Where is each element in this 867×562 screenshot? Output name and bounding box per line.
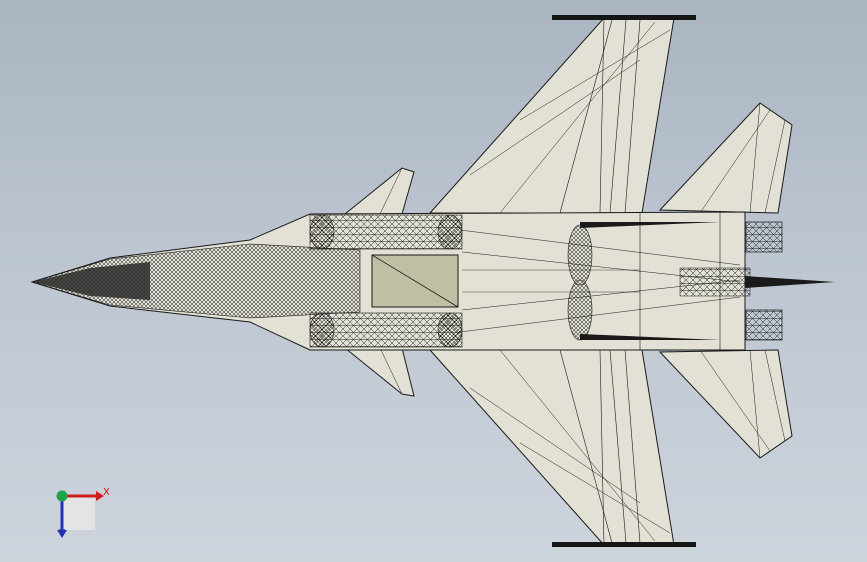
wingtip-rail-upper[interactable] (552, 15, 696, 20)
wingtip-rail-lower[interactable] (552, 542, 696, 547)
y-axis-label: Y (59, 528, 66, 539)
engine-nozzle-upper[interactable] (745, 221, 783, 253)
canard-upper[interactable] (343, 167, 415, 215)
main-wing-upper[interactable] (428, 17, 675, 214)
tailplane-upper[interactable] (658, 102, 793, 214)
tailplane-lower[interactable] (658, 349, 793, 459)
canard-lower[interactable] (343, 347, 415, 397)
fuselage[interactable] (30, 211, 751, 351)
tail-sting[interactable] (745, 276, 835, 288)
engine-nozzle-lower[interactable] (745, 309, 783, 341)
main-wing-lower[interactable] (428, 349, 675, 546)
x-axis-label: X (103, 487, 110, 498)
